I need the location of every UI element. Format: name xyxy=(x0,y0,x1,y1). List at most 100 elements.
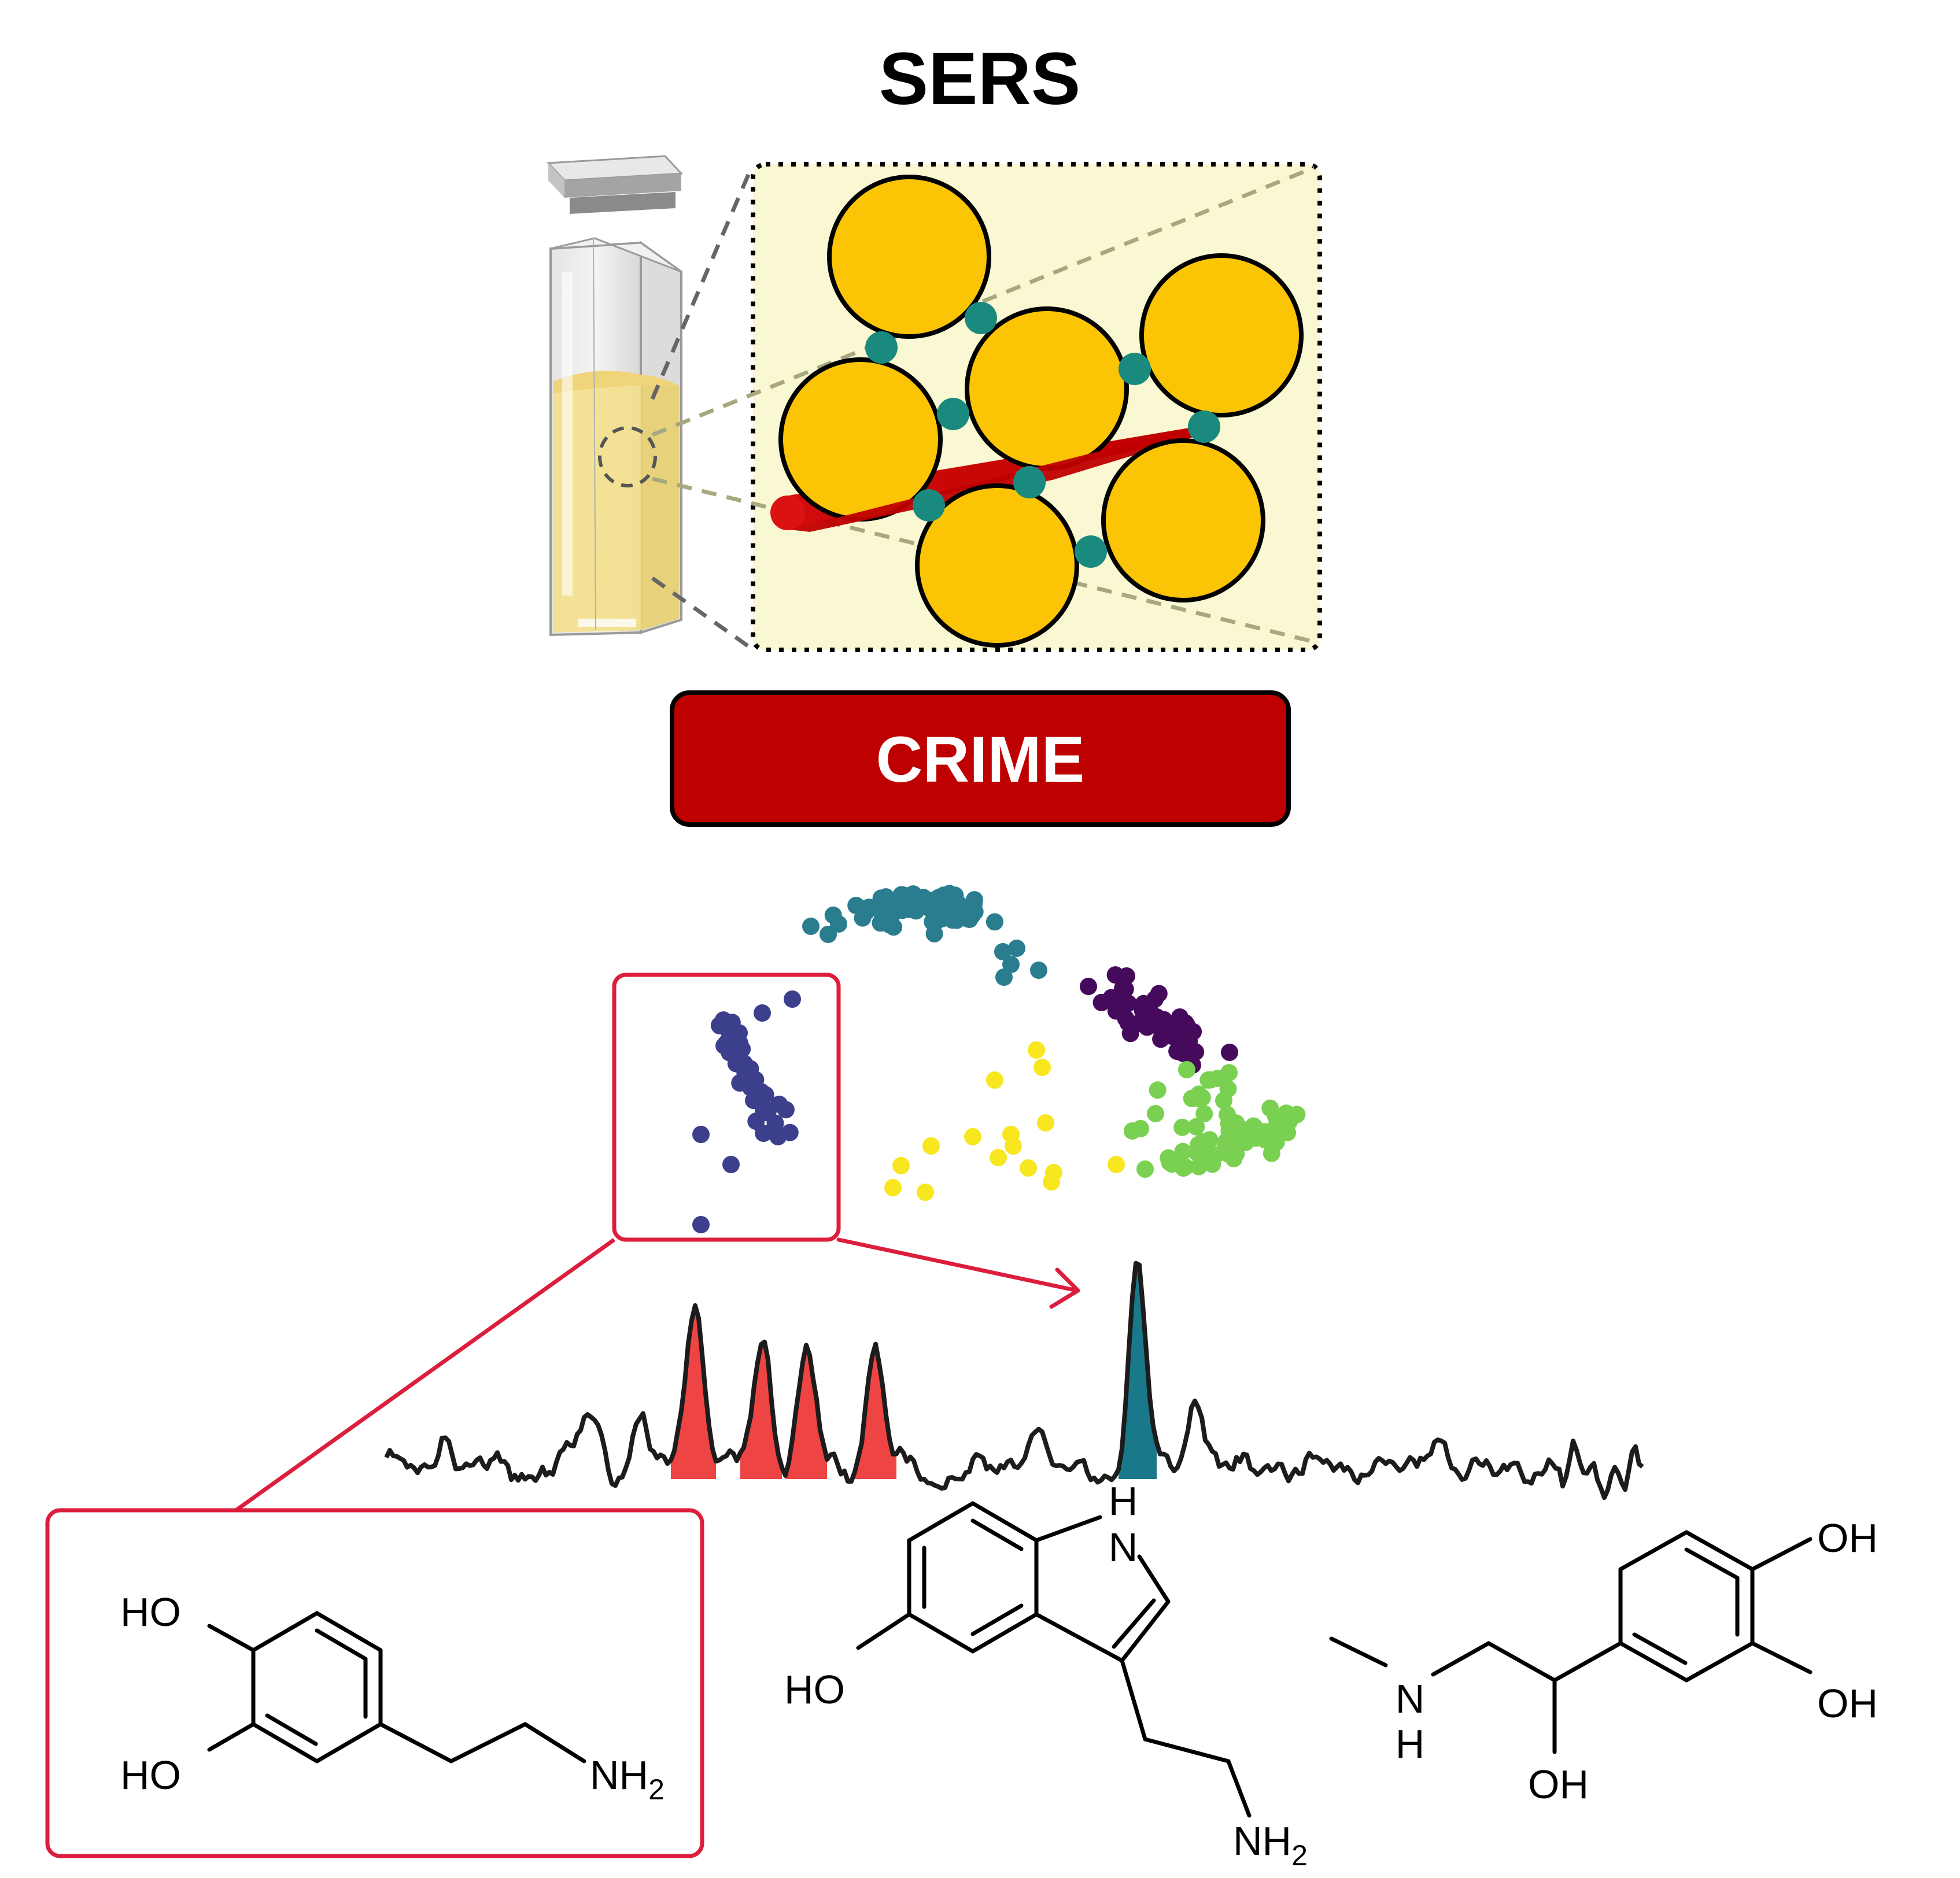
scatter-point-navy xyxy=(752,1083,770,1101)
scatter-point-green xyxy=(1215,1092,1232,1110)
scatter-point-teal xyxy=(1008,940,1025,957)
scatter-point-purple xyxy=(1136,1010,1154,1027)
scatter-point-teal xyxy=(1030,962,1047,979)
scatter-point-navy xyxy=(747,1112,765,1130)
cuvette-cap xyxy=(546,155,684,214)
scatter-point-yellow xyxy=(1028,1041,1045,1059)
analyte-molecule xyxy=(1119,353,1151,385)
gold-nanoparticles xyxy=(778,175,1304,648)
scatter-point-green xyxy=(1288,1106,1306,1123)
scatter-point-yellow xyxy=(892,1157,910,1174)
connector-lines xyxy=(234,1238,616,1512)
svg-text:NH2: NH2 xyxy=(590,1753,665,1806)
analyte-molecule xyxy=(1075,535,1107,568)
scatter-point-navy xyxy=(754,1004,771,1022)
spectrum-peak-red xyxy=(740,1341,782,1479)
scatter-point-purple xyxy=(1153,1022,1171,1040)
scatter-point-navy xyxy=(769,1127,787,1145)
scatter-point-green xyxy=(1173,1118,1191,1136)
scatter-point-yellow xyxy=(1033,1059,1051,1076)
scatter-point-green xyxy=(1204,1155,1221,1173)
zoom-lines xyxy=(650,165,754,650)
scatter-point-navy xyxy=(730,1024,748,1042)
scatter-point-purple xyxy=(1107,1002,1125,1020)
crime-label: CRIME xyxy=(876,723,1085,796)
scatter-point-teal xyxy=(995,968,1013,986)
epinephrine-hydroxyl-side: OH xyxy=(1528,1762,1589,1807)
scatter-point-green xyxy=(1201,1071,1219,1089)
scatter-point-navy xyxy=(711,1017,729,1034)
scatter-point-yellow xyxy=(986,1071,1003,1089)
scatter-point-green xyxy=(1193,1144,1210,1162)
epinephrine-hydroxyl-middle: OH xyxy=(1817,1681,1878,1726)
scatter-point-yellow xyxy=(990,1149,1007,1166)
scatter-point-green xyxy=(1256,1123,1274,1141)
scatter-point-purple xyxy=(1113,984,1131,1002)
scatter-point-yellow xyxy=(922,1137,940,1155)
scatter-point-teal xyxy=(929,911,947,929)
scatter-point-yellow xyxy=(1043,1173,1060,1191)
spectrum-peak-teal xyxy=(1119,1263,1157,1479)
selected-cluster-box xyxy=(612,973,841,1242)
scatter-point-green xyxy=(1190,1158,1208,1175)
scatter-point-green xyxy=(1136,1160,1154,1178)
scatter-point-green xyxy=(1276,1118,1294,1136)
scatter-point-teal xyxy=(905,900,922,918)
serotonin-structure: H N HO NH2 xyxy=(784,1478,1308,1872)
scatter-point-teal xyxy=(943,891,961,909)
analyte-molecule xyxy=(865,331,898,364)
scatter-point-teal xyxy=(963,907,981,925)
scatter-point-green xyxy=(1124,1122,1141,1140)
scatter-point-green xyxy=(1187,1118,1205,1136)
scatter-point-green xyxy=(1149,1081,1167,1099)
scatter-point-teal xyxy=(930,889,947,907)
scatter-point-green xyxy=(1195,1105,1213,1123)
nanoparticle xyxy=(965,306,1129,471)
svg-text:NH2: NH2 xyxy=(1233,1818,1308,1872)
nanoparticle xyxy=(1101,438,1265,602)
scatter-point-navy xyxy=(737,1074,755,1092)
scatter-point-green xyxy=(1178,1061,1195,1078)
scatter-point-yellow xyxy=(964,1128,981,1145)
scatter-point-purple xyxy=(1150,985,1168,1003)
figure-title: SERS xyxy=(879,38,1081,120)
dopamine-structure: HO HO NH2 xyxy=(120,1589,665,1806)
cluster-scatter xyxy=(692,885,1306,1233)
dopamine-amine: NH xyxy=(590,1753,648,1798)
analyte-linkers xyxy=(865,302,1220,568)
scatter-point-purple xyxy=(1221,1044,1238,1061)
scatter-point-navy xyxy=(777,1101,795,1119)
scatter-point-navy xyxy=(692,1126,710,1143)
scatter-point-purple xyxy=(1080,978,1097,995)
scatter-point-green xyxy=(1172,1153,1189,1171)
scatter-point-teal xyxy=(880,900,898,918)
scatter-point-green xyxy=(1147,1105,1164,1122)
scatter-point-teal xyxy=(994,943,1012,960)
scatter-point-yellow xyxy=(917,1184,934,1201)
nanoparticle xyxy=(915,483,1079,648)
dopamine-hydroxyl-top: HO xyxy=(120,1589,181,1635)
analyte-molecule xyxy=(965,302,997,334)
scatter-point-teal xyxy=(985,913,1003,931)
serotonin-amine: NH xyxy=(1233,1818,1291,1864)
scatter-point-teal xyxy=(1002,956,1020,973)
scatter-point-green xyxy=(1231,1119,1249,1137)
dopamine-amine-subscript: 2 xyxy=(648,1773,665,1806)
scatter-point-navy xyxy=(722,1156,740,1173)
scatter-point-yellow xyxy=(1020,1159,1037,1177)
scatter-point-navy xyxy=(784,990,801,1008)
scatter-point-navy xyxy=(692,1216,710,1233)
sampling-region xyxy=(598,426,657,487)
spectrum-trace xyxy=(384,1260,1644,1500)
crime-banner xyxy=(670,690,1291,827)
scatter-point-navy xyxy=(735,1055,753,1073)
epinephrine-nitrogen: N xyxy=(1396,1676,1425,1721)
spectrum-peak-red xyxy=(785,1345,827,1479)
scatter-point-teal xyxy=(830,915,847,933)
epinephrine-hydroxyl-top: OH xyxy=(1817,1515,1878,1561)
serotonin-hydroxyl: HO xyxy=(784,1667,845,1712)
spectrum-peak-red xyxy=(855,1344,896,1479)
scatter-point-yellow xyxy=(884,1179,902,1196)
scatter-point-green xyxy=(1219,1106,1236,1123)
scatter-point-teal xyxy=(847,897,865,914)
